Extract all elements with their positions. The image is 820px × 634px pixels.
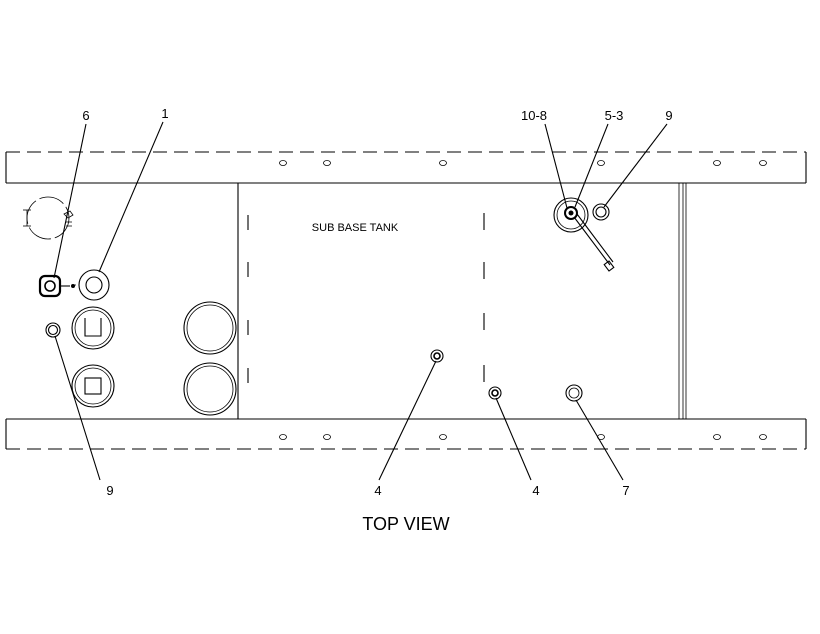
plug-4-a (430, 349, 444, 363)
fuel-gauge-sender (553, 197, 615, 272)
callout-4-a: 4 (374, 483, 381, 498)
upper-frame-rail (5, 151, 807, 184)
fill-cap-1 (72, 269, 110, 301)
drain-fitting-6 (38, 274, 75, 298)
callout-9-top: 9 (665, 108, 672, 123)
left-gauge (23, 196, 74, 240)
callout-4-b: 4 (532, 483, 539, 498)
square-port-upper (71, 306, 115, 350)
tank-openings-left (183, 301, 237, 416)
callout-7: 7 (622, 483, 629, 498)
leader-lines (53, 121, 668, 481)
square-port-lower (71, 364, 115, 408)
callout-1: 1 (161, 106, 168, 121)
lower-frame-rail (5, 418, 807, 450)
plug-4-b (488, 386, 502, 400)
view-title: TOP VIEW (362, 514, 449, 534)
tank-label: SUB BASE TANK (312, 222, 399, 234)
callout-5-3: 5-3 (605, 108, 624, 123)
callout-6: 6 (82, 108, 89, 123)
vent-7 (565, 384, 583, 402)
plug-9-top (592, 203, 610, 221)
callout-9-left: 9 (106, 483, 113, 498)
callout-10-8: 10-8 (521, 108, 547, 123)
plug-9-left (45, 322, 61, 338)
tank-body (237, 183, 687, 419)
